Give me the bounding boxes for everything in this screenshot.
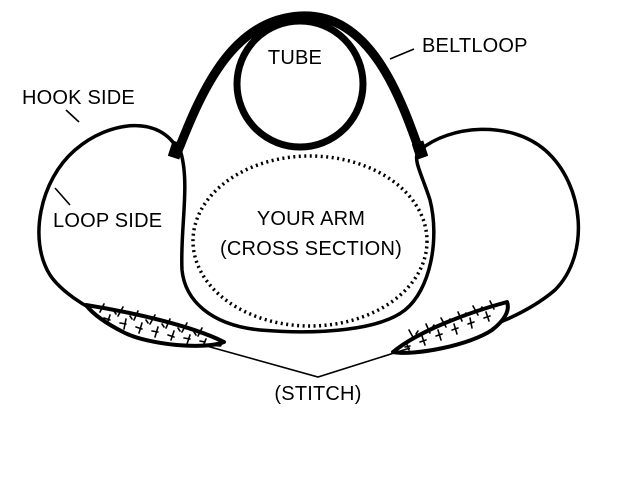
arm-cross-section	[191, 154, 429, 328]
right-stitch-marks	[404, 300, 495, 351]
loop-side-label: LOOP SIDE	[53, 210, 162, 232]
right-stitch	[391, 300, 510, 355]
beltloop-label: BELTLOOP	[422, 35, 528, 57]
beltloop-leader	[389, 48, 415, 60]
beltloop-strap	[171, 11, 427, 160]
beltloop-left-end	[167, 140, 185, 160]
right-stitch-outline	[391, 300, 510, 355]
tube-label: TUBE	[268, 47, 322, 69]
stitch-label: (STITCH)	[274, 383, 361, 405]
hook-side-leader	[65, 109, 80, 123]
stitch-leader-lines	[202, 344, 411, 378]
inner-pocket-outline	[179, 150, 436, 334]
tube-circle	[233, 17, 367, 151]
left-stitch	[84, 303, 226, 348]
hook-side-label: HOOK SIDE	[22, 87, 135, 109]
left-stitch-marks	[99, 303, 207, 347]
arm-label-line2: (CROSS SECTION)	[220, 238, 402, 260]
beltloop-right-end	[411, 140, 429, 160]
loop-side-leader	[54, 187, 71, 206]
arm-label-line1: YOUR ARM	[257, 208, 365, 230]
